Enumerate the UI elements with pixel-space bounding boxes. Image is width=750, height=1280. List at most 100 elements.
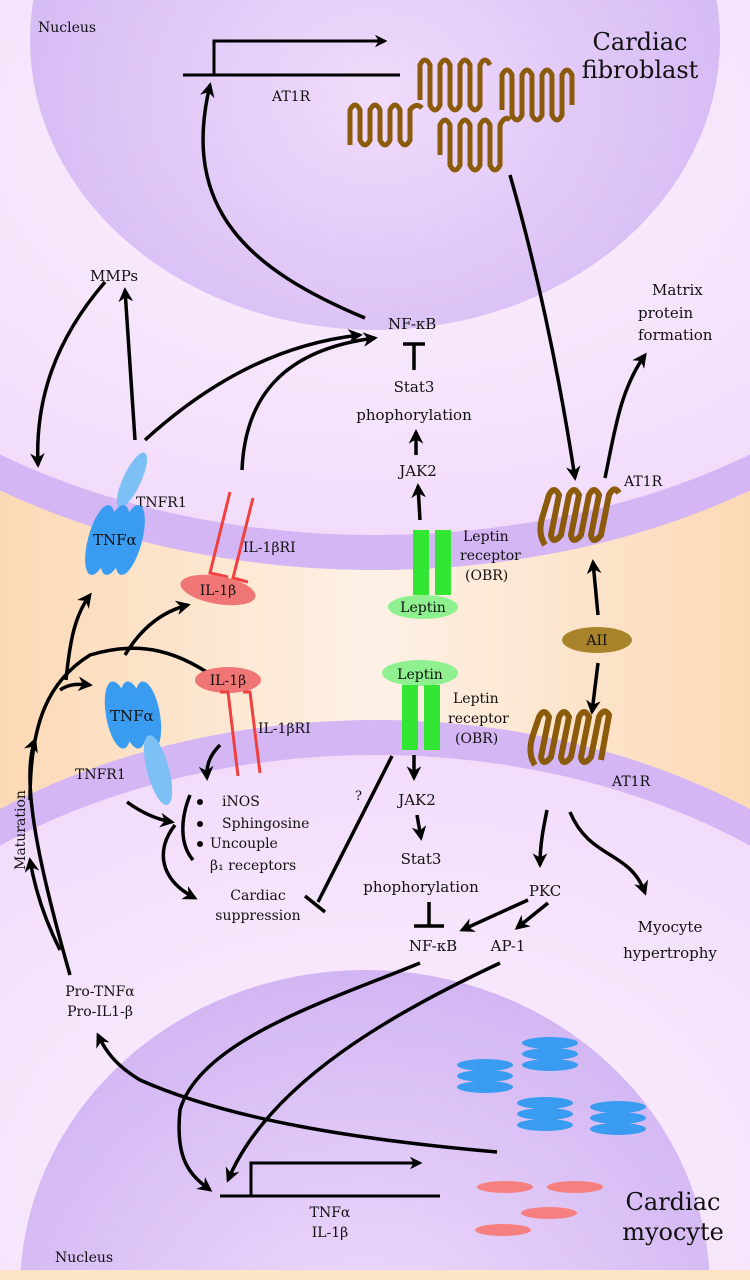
label-pro-il1b: Pro-IL1-β: [67, 1004, 133, 1020]
label-il1bri-bottom: IL-1βRI: [258, 721, 311, 737]
il1b-top: [180, 574, 256, 606]
arrow-nfkb-to-genes: [177, 961, 421, 1192]
arrow-jak2-to-stat3-bottom: [411, 814, 427, 841]
tnfr1-top: [116, 452, 148, 508]
label-maturation: Maturation: [13, 790, 29, 870]
gene-cytokine-promoter: [220, 1156, 440, 1198]
effects-list: iNOS Sphingosine Uncouple β₁ receptors: [197, 794, 309, 874]
effects-bracket: [181, 794, 195, 862]
label-nfkb-top: NF-κB: [388, 315, 436, 333]
arrow-aii-to-at1r-top: [586, 559, 602, 616]
label-jak2-top: JAK2: [397, 462, 437, 480]
label-cardiac-suppression-2: suppression: [215, 908, 300, 924]
tnfa-stack: [590, 1101, 646, 1135]
il1bri-top: [208, 491, 255, 584]
label-myocyte-hypertrophy-1: Myocyte: [638, 918, 703, 936]
tnfa-stack: [457, 1059, 513, 1093]
arrow-at1r-to-hypertrophy: [568, 811, 649, 896]
at1r-top-receptor: [537, 486, 622, 547]
arrow-il1bri-to-effects: [198, 743, 222, 781]
label-phosphorylation-top: phophorylation: [356, 406, 472, 424]
label-leptin-top: Leptin: [400, 600, 446, 616]
cell-name-fibroblast-1: Cardiac: [593, 28, 688, 56]
gene-at1r-promoter: [183, 34, 400, 77]
label-pkc: PKC: [529, 882, 561, 900]
arrow-pkc-to-ap1: [514, 901, 550, 930]
label-pro-tnfa: Pro-TNFα: [65, 984, 135, 1000]
effect-sphingosine: Sphingosine: [222, 816, 309, 832]
gene-label-il1b: IL-1β: [312, 1225, 349, 1241]
arrow-tnfr-to-mmps: [118, 287, 137, 441]
label-tnfr1-top: TNFR1: [136, 495, 187, 511]
arrow-ap1-to-genes: [225, 961, 501, 1183]
cell-name-myocyte-1: Cardiac: [626, 1188, 721, 1216]
arrow-effects-to-suppression: [161, 823, 198, 900]
arrow-aii-to-at1r-bottom: [586, 662, 601, 715]
label-leptin-receptor-bottom-3: (OBR): [455, 731, 498, 747]
arrow-pro-to-maturation: [24, 857, 62, 951]
label-aii: AII: [585, 633, 607, 649]
label-cardiac-suppression-1: Cardiac: [230, 888, 286, 904]
arrow-mmps-down: [30, 280, 107, 468]
label-leptin-receptor-top-3: (OBR): [465, 568, 508, 584]
at1r-protein-group: [347, 57, 575, 173]
arrow-pkc-to-nfkb: [459, 898, 529, 932]
label-nfkb-bottom: NF-κB: [409, 937, 457, 955]
arrow-maturation-up: [28, 646, 228, 801]
nucleus-label-top: Nucleus: [38, 20, 96, 36]
arrow-to-il1b-top: [123, 600, 191, 656]
leptin-top: [388, 595, 458, 619]
at1r-bottom-receptor: [527, 708, 613, 767]
cell-name-fibroblast-2: fibroblast: [582, 56, 699, 84]
arrow-at1r-to-pkc: [532, 809, 549, 868]
label-protein: protein: [638, 304, 694, 322]
label-at1r-bottom: AT1R: [611, 774, 651, 790]
label-leptin-bottom: Leptin: [397, 667, 443, 683]
label-phosphorylation-bottom: phophorylation: [363, 878, 479, 896]
tnfa-trimer-top: [85, 505, 145, 575]
gene-label-tnfa: TNFα: [310, 1205, 351, 1221]
leptin-receptor-bottom: [402, 685, 440, 750]
tnfa-protein-stacks: [457, 1037, 646, 1135]
effect-uncouple: Uncouple: [210, 836, 278, 852]
label-jak2-bottom: JAK2: [396, 791, 436, 809]
il1bri-bottom: [220, 690, 262, 777]
arrow-at1r-to-membrane: [508, 174, 581, 481]
label-leptin-receptor-bottom-1: Leptin: [453, 691, 499, 707]
inhibition-obr-to-suppression: [303, 755, 394, 914]
arrow-to-tnfa-top: [64, 592, 92, 681]
arrow-nfkb-to-at1r-gene: [200, 82, 366, 320]
label-tnfa-bottom: TNFα: [110, 707, 154, 725]
effect-beta1-receptors: β₁ receptors: [210, 858, 296, 874]
label-tnfr1-bottom: TNFR1: [75, 767, 126, 783]
leptin-receptor-top: [413, 530, 451, 595]
arrow-at1r-to-matrix: [603, 352, 647, 479]
tnfa-stack: [517, 1097, 573, 1131]
nucleus-label-bottom: Nucleus: [55, 1250, 113, 1266]
arrow-il1bri-to-nfkb: [240, 332, 378, 471]
label-formation: formation: [638, 326, 713, 344]
arrow-obr-to-jak2-top: [411, 483, 427, 521]
label-il1bri-top: IL-1βRI: [243, 540, 296, 556]
label-tnfa-top: TNFα: [93, 531, 137, 549]
il1b-bottom: [195, 667, 261, 693]
label-leptin-receptor-top-2: receptor: [460, 548, 521, 564]
arrow-tnfr1-to-effects: [125, 800, 175, 828]
label-leptin-receptor-top-1: Leptin: [463, 529, 509, 545]
arrow-to-tnfa-bottom: [58, 676, 93, 692]
leptin-bottom: [382, 660, 458, 686]
effect-inos: iNOS: [222, 794, 260, 810]
il1b-proteins: [475, 1181, 603, 1236]
label-ap1: AP-1: [490, 937, 526, 955]
label-il1b-bottom: IL-1β: [210, 673, 247, 689]
label-at1r-top: AT1R: [623, 474, 663, 490]
label-myocyte-hypertrophy-2: hypertrophy: [623, 944, 717, 962]
label-matrix: Matrix: [652, 281, 703, 299]
inhibition-stat3-nfkb-bottom: [414, 902, 444, 928]
label-mmps: MMPs: [90, 267, 138, 285]
tnfa-trimer-bottom: [104, 681, 162, 749]
label-stat3-top: Stat3: [394, 378, 435, 396]
label-question: ?: [355, 789, 362, 804]
